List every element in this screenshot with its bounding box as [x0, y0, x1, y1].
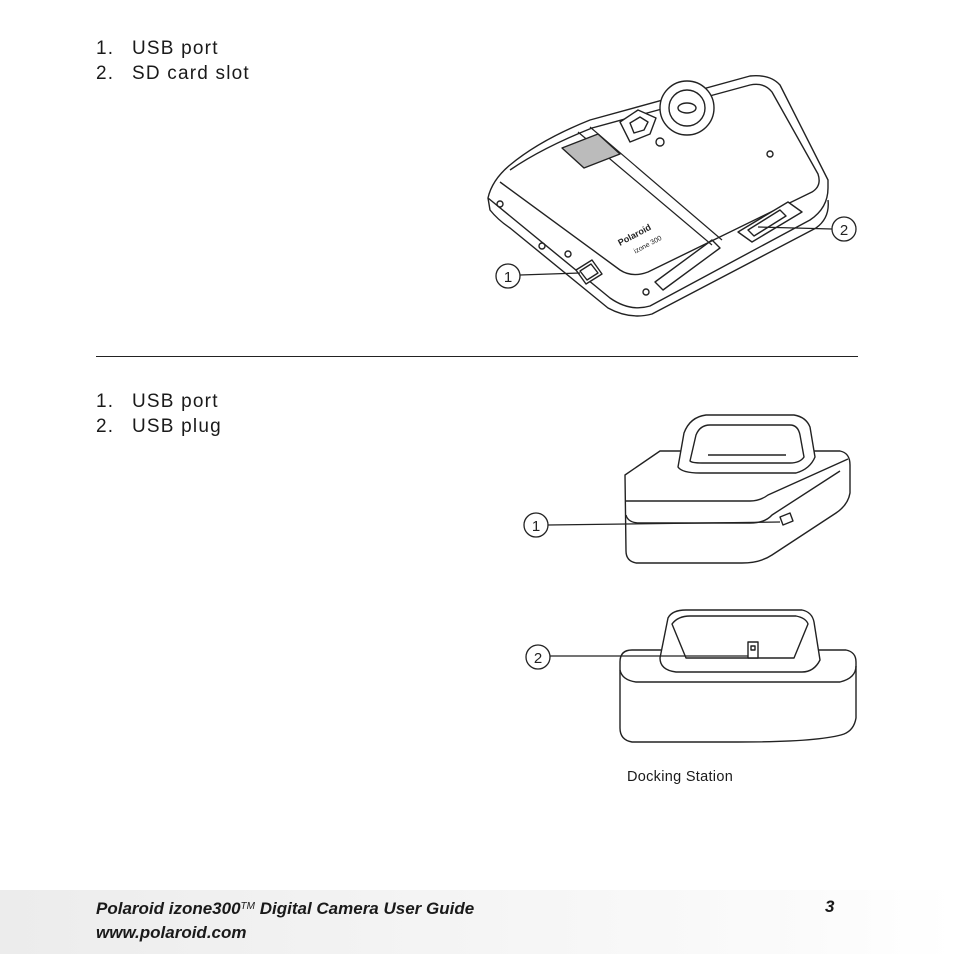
list-item-label: SD card slot: [132, 63, 250, 84]
svg-text:1: 1: [532, 518, 540, 535]
list-item: 2. USB plug: [96, 414, 222, 439]
list-item-label: USB port: [132, 38, 219, 59]
callout-2: 2: [757, 216, 857, 242]
list-item-label: USB port: [132, 391, 219, 412]
list-item: 2. SD card slot: [96, 61, 250, 86]
camera-parts-list: 1. USB port 2. SD card slot: [96, 36, 250, 86]
dock-rear-illustration: 1: [523, 414, 851, 564]
list-item-number: 2.: [96, 63, 115, 84]
list-item: 1. USB port: [96, 36, 250, 61]
footer-title: Polaroid izone300TM Digital Camera User …: [96, 899, 475, 918]
callout-2: 2: [525, 644, 748, 670]
page-footer: Polaroid izone300TM Digital Camera User …: [0, 890, 954, 954]
dock-front-illustration: 2: [525, 609, 857, 743]
svg-text:2: 2: [534, 650, 542, 667]
callout-1: 1: [523, 512, 781, 538]
list-item-number: 2.: [96, 416, 115, 437]
svg-text:2: 2: [840, 222, 848, 239]
callout-1: 1: [495, 263, 581, 289]
footer-url: www.polaroid.com: [96, 923, 247, 942]
camera-illustration: Polaroid izone 300 1 2: [487, 75, 857, 317]
figure-caption: Docking Station: [627, 769, 734, 785]
list-item-label: USB plug: [132, 416, 222, 437]
list-item-number: 1.: [96, 391, 115, 412]
list-item-number: 1.: [96, 38, 115, 59]
svg-text:1: 1: [504, 269, 512, 286]
dock-parts-list: 1. USB port 2. USB plug: [96, 389, 222, 439]
page-number: 3: [825, 897, 835, 916]
list-item: 1. USB port: [96, 389, 222, 414]
section-divider: [96, 356, 858, 357]
